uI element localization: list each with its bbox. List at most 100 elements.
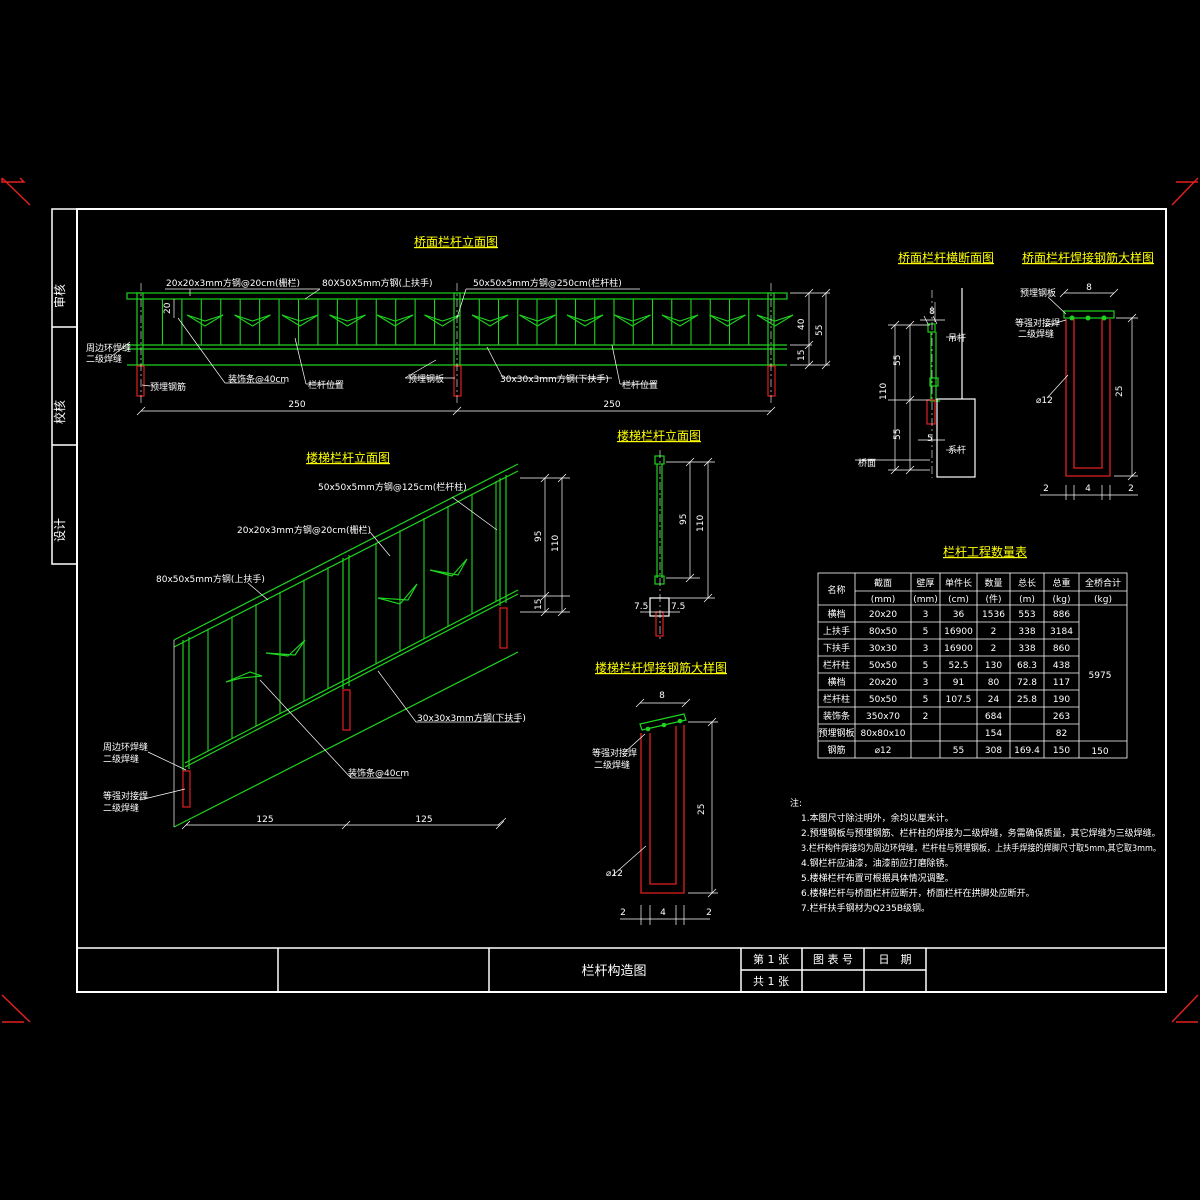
table-cell: 80x80x10 — [860, 729, 905, 739]
decorative-strip — [566, 314, 604, 327]
table-cell: 16900 — [944, 627, 973, 637]
table-cell: 82 — [1056, 729, 1067, 739]
corner-marks — [1, 177, 1199, 1023]
table-cell: 下扶手 — [823, 642, 850, 654]
label-post-pos2: 栏杆位置 — [622, 379, 658, 391]
bweld-label-weld1: 等强对接焊 — [1015, 317, 1060, 329]
note-line: 4.钢栏杆应油漆，油漆前应打磨除锈。 — [801, 857, 954, 869]
label-embed: 预埋钢筋 — [150, 381, 186, 393]
label-bottom-rail: 30x30x3mm方钢(下扶手) — [500, 373, 609, 385]
sweld-label-rebar: ⌀12 — [606, 869, 623, 879]
stair-rebars — [182, 607, 508, 808]
note-line: 1.本图尺寸除注明外，余均以厘米计。 — [801, 812, 954, 824]
stair-label-top: 80x50x5mm方钢(上扶手) — [156, 573, 265, 585]
table-total-last: 150 — [1091, 747, 1108, 757]
post-left — [136, 292, 144, 366]
table-cell: 169.4 — [1014, 746, 1040, 756]
side-label-review: 审核 — [52, 284, 67, 308]
sheet-total: 共 1 张 — [753, 975, 789, 988]
bridge-dims — [136, 288, 831, 416]
table-cell: 860 — [1053, 644, 1070, 654]
stair-label-bar: 20x20x3mm方钢@20cm(栅栏) — [237, 524, 371, 536]
embedded-rebar — [767, 365, 776, 397]
table-cell: 2 — [991, 644, 997, 654]
table-cell: 50x50 — [869, 661, 898, 671]
table-cell: 117 — [1053, 678, 1070, 688]
table-unit-cell: (kg) — [1094, 595, 1112, 605]
table-cell: 72.8 — [1017, 678, 1037, 688]
section-label-tie: 系杆 — [948, 444, 966, 456]
table-header-cell: 壁厚 — [916, 577, 934, 589]
table-unit-cell: (kg) — [1053, 595, 1071, 605]
table-unit-cell: (m) — [1019, 595, 1035, 605]
table-header-cell: 总长 — [1018, 577, 1036, 589]
stair-label-weld3: 等强对接焊 — [103, 790, 148, 802]
bridge-elevation-title: 桥面栏杆立面图 — [414, 234, 498, 249]
section-dim-55: 55 — [893, 355, 903, 366]
dim-15: 15 — [797, 350, 807, 361]
dim-55: 55 — [815, 325, 825, 336]
table-cell: 68.3 — [1017, 661, 1037, 671]
label-bar-small: 20x20x3mm方钢@20cm(栅栏) — [166, 277, 300, 289]
note-line: 3.栏杆构件焊接均为周边环焊缝，栏杆柱与预埋钢板，上扶手焊接的焊脚尺寸取5mm,… — [801, 842, 1161, 854]
ss-dim-95: 95 — [679, 514, 689, 525]
bridge-weld-title: 桥面栏杆焊接钢筋大样图 — [1022, 250, 1154, 265]
label-weld: 周边环焊缝 — [86, 342, 131, 354]
section-dim-8: 8 — [929, 307, 935, 317]
sweld-dim-2b: 2 — [706, 908, 712, 918]
stair-label-weld1: 周边环焊缝 — [103, 741, 148, 753]
bweld-dim-2b: 2 — [1128, 484, 1134, 494]
stair-label-bottom: 30x30x3mm方钢(下扶手) — [417, 712, 526, 724]
label-top-rail: 80X50X5mm方钢(上扶手) — [322, 277, 433, 289]
decorative-strip — [281, 314, 319, 327]
section-label-hang: 吊杆 — [948, 332, 966, 344]
table-cell: 横档 — [827, 608, 845, 620]
stair-dim-110: 110 — [551, 535, 561, 552]
stair-label-post: 50x50x5mm方钢@125cm(栏杆柱) — [318, 481, 467, 493]
section-dim-5: 5 — [927, 434, 933, 444]
table-header-cell: 截面 — [874, 577, 892, 589]
decorative-strip — [471, 314, 509, 327]
notes: 注: 1.本图尺寸除注明外，余均以厘米计。 2.预埋钢板与预埋钢筋、栏杆柱的焊接… — [790, 797, 1161, 914]
stair-dim-95: 95 — [534, 531, 544, 542]
table-unit-cell: (mm) — [871, 595, 896, 605]
table-cell: 20x20 — [869, 610, 898, 620]
stair-weld-rebar — [640, 725, 685, 894]
table-cell: 5 — [923, 627, 929, 637]
side-label-check: 校核 — [52, 400, 67, 424]
decorative-strip — [234, 314, 271, 327]
stair-weld-plate — [639, 713, 687, 731]
bridge-leaders — [111, 288, 656, 387]
note-line: 2.预埋钢板与预埋钢筋、栏杆柱的焊接为二级焊缝，务需确保质量，其它焊缝为三级焊缝… — [801, 827, 1161, 839]
note-line: 7.栏杆扶手钢材为Q235B级钢。 — [801, 902, 930, 914]
decorative-strip — [424, 314, 461, 327]
bridge-weld-rebar — [1065, 319, 1111, 477]
table-header-cell: 全桥合计 — [1085, 577, 1121, 589]
table-cell: 107.5 — [946, 695, 972, 705]
table-cell: 80 — [988, 678, 1000, 688]
table-cell: 3 — [923, 678, 929, 688]
title-block — [77, 947, 1166, 992]
table-cell: 91 — [953, 678, 964, 688]
decorative-strip — [519, 314, 556, 327]
table-header-cell: 单件长 — [945, 577, 972, 589]
bweld-label-weld2: 二级焊缝 — [1018, 328, 1054, 340]
table-cell: 3 — [923, 610, 929, 620]
label-post: 50x50x5mm方钢@250cm(栏杆柱) — [473, 277, 622, 289]
table-header-cell: 总重 — [1052, 577, 1070, 589]
table-title: 栏杆工程数量表 — [943, 544, 1027, 559]
table-unit-cell: (件) — [985, 593, 1001, 605]
table-header-cell: 数量 — [984, 577, 1002, 589]
table-cell: 栏杆柱 — [823, 659, 850, 671]
decorative-strip — [186, 314, 224, 327]
sweld-dim-8: 8 — [659, 691, 665, 701]
table-cell: 50x50 — [869, 695, 898, 705]
decorative-strip — [661, 314, 699, 327]
table-cell: 308 — [985, 746, 1002, 756]
table-cell: 25.8 — [1017, 695, 1037, 705]
table-total-merged: 5975 — [1089, 671, 1112, 681]
table-cell: 24 — [988, 695, 1000, 705]
stair-elevation-view: 楼梯栏杆立面图 — [103, 450, 570, 830]
table-cell: 338 — [1018, 627, 1035, 637]
sheet-number: 第 1 张 — [753, 952, 789, 966]
